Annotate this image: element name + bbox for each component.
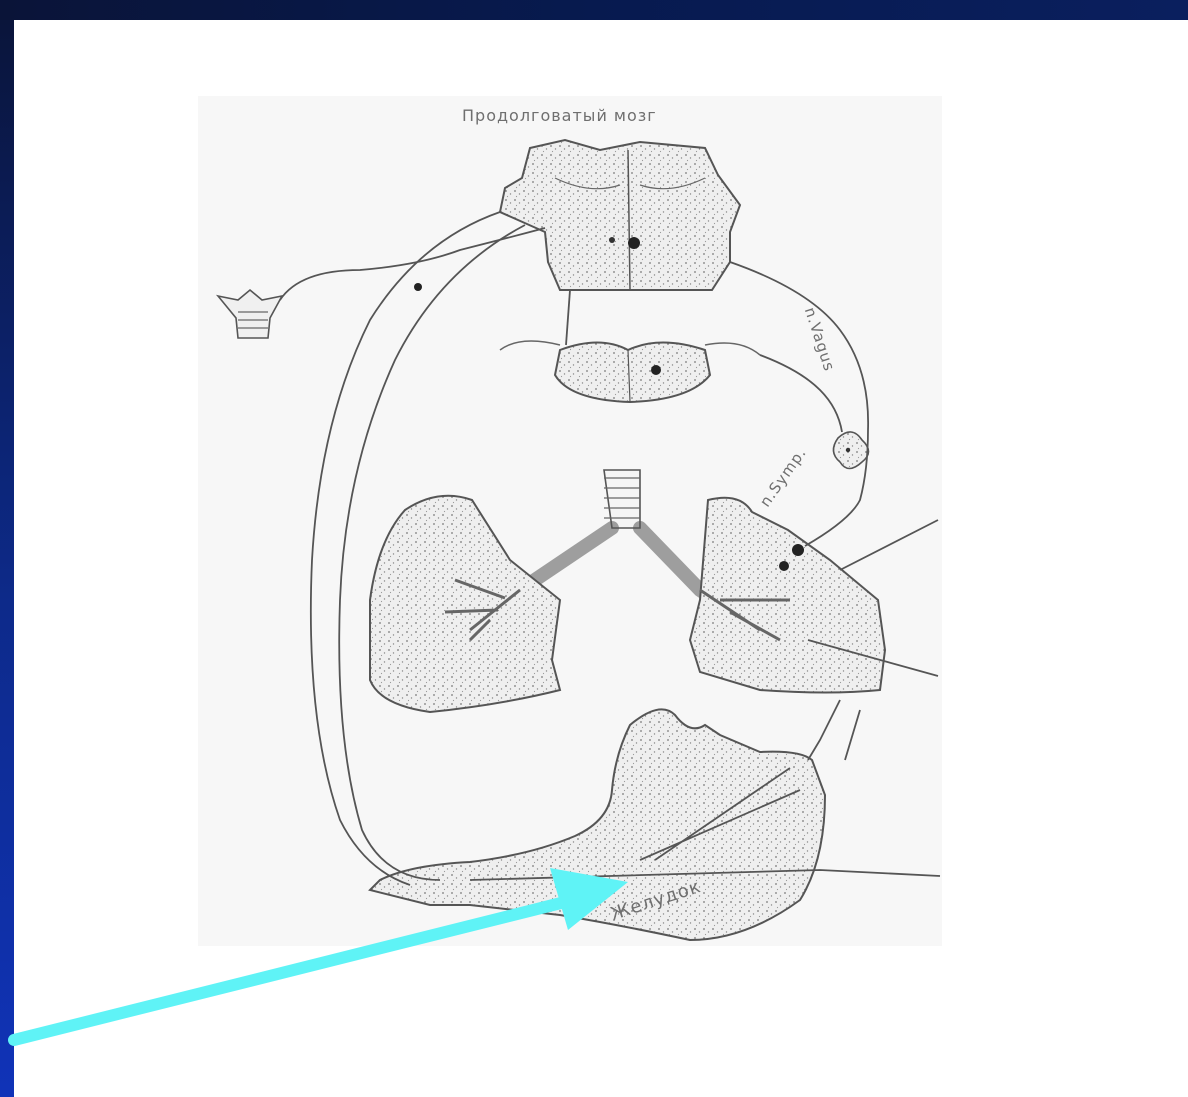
spinal-cord-section — [500, 341, 760, 402]
nerve-pathways — [280, 212, 940, 885]
sympathetic-ganglion — [833, 432, 868, 469]
medulla-oblongata — [500, 140, 740, 290]
medulla-label: Продолговатый мозг — [462, 106, 657, 125]
ganglion-dot — [414, 283, 422, 291]
right-lung — [690, 498, 885, 693]
larynx-receptor — [218, 290, 282, 338]
left-lung — [370, 496, 560, 712]
